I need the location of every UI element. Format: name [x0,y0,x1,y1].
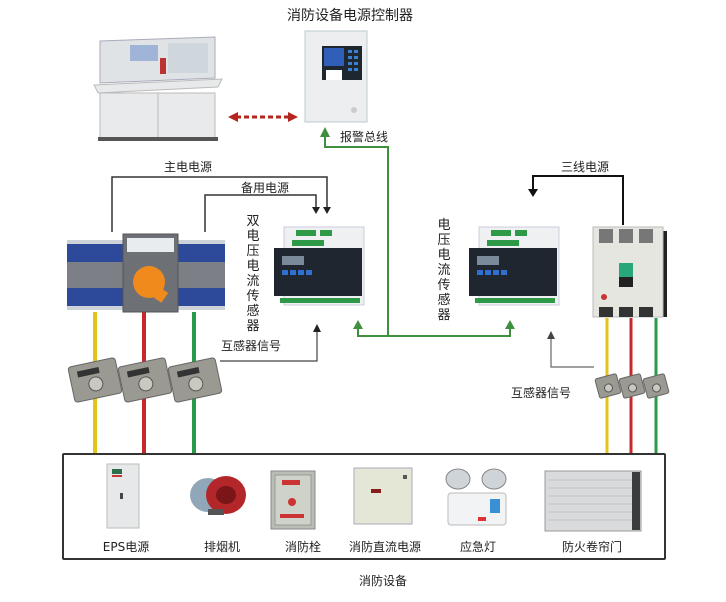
power-controller-cabinet [304,30,370,125]
fire-equipment-box: EPS电源 排烟机 消防栓 消防直流电源 应急灯 防火卷帘门 [62,453,666,560]
controller-title: 消防设备电源控制器 [287,8,413,24]
equipment-label-fan: 排烟机 [203,540,241,554]
circuit-breaker [591,225,671,320]
current-transformer-5 [618,373,646,399]
alarm-bus-label: 报警总线 [340,130,389,144]
current-transformer-1 [67,357,123,403]
main-power-arrow [323,207,331,214]
fire-shutter-door-icon [544,470,642,532]
main-power-line [111,176,328,232]
main-power-label: 主电电源 [164,160,213,174]
alarm-bus-arrow-right-sensor [505,320,515,329]
vc-sensor-label: 电压电流传感器 [437,218,451,323]
equipment-label-hydrant: 消防栓 [284,540,322,554]
backup-power-line [204,194,317,232]
three-wire-power-label: 三线电源 [561,160,610,174]
console-controller-link [228,112,298,122]
alarm-bus-arrow-left-sensor [353,320,363,329]
three-wire-power-arrow [528,189,538,197]
equipment-label-dc-power: 消防直流电源 [348,540,422,554]
fire-hydrant-box-icon [270,470,316,530]
equipment-label-shutter: 防火卷帘门 [561,540,623,554]
eps-power-icon [106,463,140,529]
three-wire-power-line [532,175,624,225]
alarm-bus-line [324,135,511,337]
emergency-light-icon [445,468,507,526]
fire-control-console [90,33,225,145]
smoke-exhaust-fan-icon [190,476,246,515]
ct-signal-left-label: 互感器信号 [221,339,282,353]
dual-voltage-current-sensor [272,222,370,307]
dual-sensor-label: 双电压电流传感器 [246,214,260,334]
backup-power-arrow [312,207,320,214]
current-transformer-4 [594,373,622,399]
current-transformer-2 [117,357,173,403]
ct-signal-right-label: 互感器信号 [511,386,572,400]
ct-signal-left-arrow [313,324,321,332]
fire-equipment-caption: 消防设备 [359,574,408,588]
ct-signal-left-line [220,330,318,362]
equipment-label-eps: EPS电源 [102,540,150,554]
ct-signal-right-arrow [547,331,555,339]
equipment-label-emergency-light: 应急灯 [459,540,497,554]
alarm-bus-arrow-up [320,127,330,137]
current-transformer-3 [167,357,223,403]
dual-power-transfer-switch [67,232,227,317]
current-transformer-6 [642,373,670,399]
voltage-current-sensor [467,222,565,307]
ct-signal-right-line [550,337,594,368]
fire-dc-power-icon [353,467,413,525]
backup-power-label: 备用电源 [241,181,290,195]
